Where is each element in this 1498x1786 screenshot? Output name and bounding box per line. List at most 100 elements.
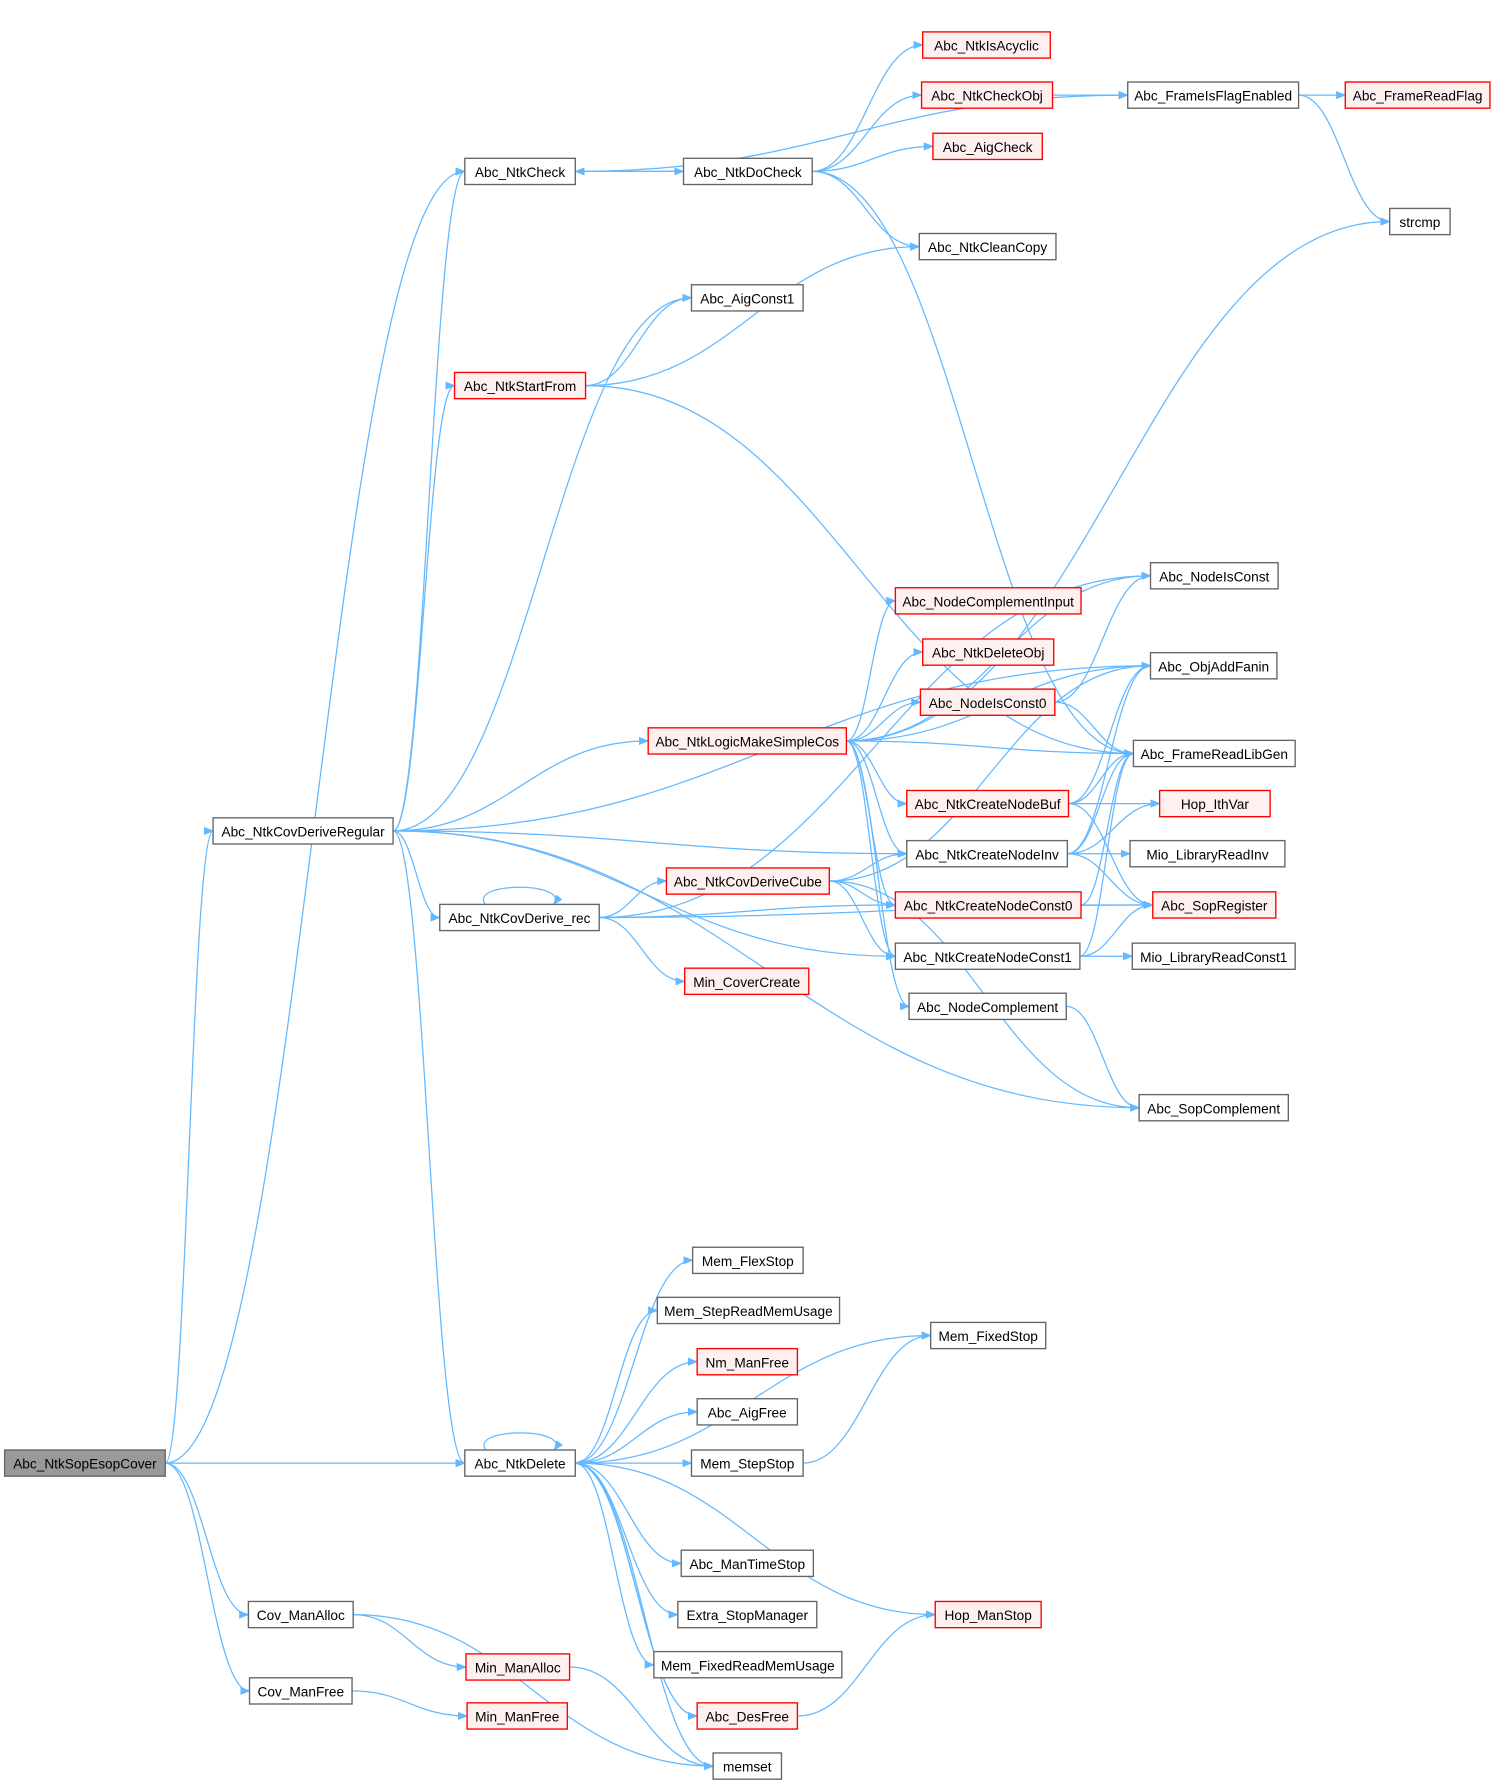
node-libgen[interactable]: Abc_FrameReadLibGen — [1132, 739, 1296, 768]
node-flagen[interactable]: Abc_FrameIsFlagEnabled — [1127, 81, 1300, 109]
node-covercreate[interactable]: Min_CoverCreate — [683, 967, 810, 996]
node-box[interactable] — [691, 1246, 804, 1275]
node-box[interactable] — [1129, 839, 1286, 868]
node-ntkcheck[interactable]: Abc_NtkCheck — [464, 157, 576, 186]
node-readinv[interactable]: Mio_LibraryReadInv — [1129, 839, 1286, 868]
node-timestop[interactable]: Abc_ManTimeStop — [680, 1549, 815, 1578]
node-nodeisconst[interactable]: Abc_NodeIsConst — [1149, 561, 1279, 590]
node-box[interactable] — [683, 967, 810, 996]
node-box[interactable] — [212, 817, 394, 845]
node-fixedusage[interactable]: Mem_FixedReadMemUsage — [653, 1650, 843, 1679]
node-box[interactable] — [656, 1296, 841, 1325]
node-covfree[interactable]: Cov_ManFree — [248, 1677, 353, 1705]
node-box[interactable] — [906, 839, 1069, 868]
node-box[interactable] — [690, 1449, 804, 1477]
node-box[interactable] — [934, 1600, 1042, 1629]
node-box[interactable] — [922, 638, 1055, 666]
node-derivecube[interactable]: Abc_NtkCovDeriveCube — [665, 867, 830, 895]
node-box[interactable] — [248, 1677, 353, 1705]
node-box[interactable] — [1149, 561, 1279, 590]
node-nodebuf[interactable]: Abc_NtkCreateNodeBuf — [906, 789, 1070, 818]
node-box[interactable] — [453, 371, 587, 400]
node-nodecomp[interactable]: Abc_NodeComplement — [908, 992, 1067, 1021]
node-box[interactable] — [247, 1600, 354, 1629]
node-hopstop[interactable]: Hop_ManStop — [934, 1600, 1042, 1629]
node-aigcheck[interactable]: Abc_AigCheck — [932, 132, 1043, 161]
node-flexstop[interactable]: Mem_FlexStop — [691, 1246, 804, 1275]
node-readconst1[interactable]: Mio_LibraryReadConst1 — [1131, 942, 1296, 970]
node-ntkdelete[interactable]: Abc_NtkDelete — [464, 1449, 576, 1477]
node-sopreg[interactable]: Abc_SopRegister — [1152, 891, 1277, 919]
node-cleancopy[interactable]: Abc_NtkCleanCopy — [918, 232, 1057, 261]
node-box[interactable] — [696, 1398, 799, 1426]
node-stepusage[interactable]: Mem_StepReadMemUsage — [656, 1296, 841, 1325]
node-box[interactable] — [696, 1702, 799, 1730]
node-box[interactable] — [464, 1449, 576, 1477]
node-box[interactable] — [465, 1653, 571, 1681]
node-desfree[interactable]: Abc_DesFree — [696, 1702, 799, 1730]
node-stepstop[interactable]: Mem_StepStop — [690, 1449, 804, 1477]
node-box[interactable] — [466, 1702, 569, 1730]
node-box[interactable] — [920, 81, 1054, 109]
node-fixedstop[interactable]: Mem_FixedStop — [929, 1321, 1047, 1350]
node-aigfree[interactable]: Abc_AigFree — [696, 1398, 799, 1426]
node-box[interactable] — [653, 1650, 843, 1679]
node-box[interactable] — [712, 1752, 783, 1780]
node-nmfree[interactable]: Nm_ManFree — [696, 1347, 799, 1376]
node-box[interactable] — [918, 232, 1057, 261]
node-acyclic[interactable]: Abc_NtkIsAcyclic — [922, 31, 1051, 59]
node-box[interactable] — [696, 1347, 799, 1376]
node-addfanin[interactable]: Abc_ObjAddFanin — [1149, 651, 1278, 680]
node-box[interactable] — [1389, 207, 1451, 236]
node-box[interactable] — [908, 992, 1067, 1021]
node-box[interactable] — [1152, 891, 1277, 919]
node-box[interactable] — [680, 1549, 815, 1578]
node-box[interactable] — [464, 157, 576, 186]
node-minalloc[interactable]: Min_ManAlloc — [465, 1653, 571, 1681]
node-root[interactable]: Abc_NtkSopEsopCover — [3, 1449, 166, 1477]
node-box[interactable] — [665, 867, 830, 895]
node-checkobj[interactable]: Abc_NtkCheckObj — [920, 81, 1054, 109]
node-nodeinv[interactable]: Abc_NtkCreateNodeInv — [906, 839, 1069, 868]
node-deleteobj[interactable]: Abc_NtkDeleteObj — [922, 638, 1055, 666]
node-box[interactable] — [647, 727, 848, 755]
node-box[interactable] — [439, 903, 600, 932]
node-box[interactable] — [677, 1600, 818, 1629]
node-docheck[interactable]: Abc_NtkDoCheck — [682, 157, 813, 186]
node-const1[interactable]: Abc_NtkCreateNodeConst1 — [894, 942, 1081, 970]
node-box[interactable] — [1149, 651, 1278, 680]
node-box[interactable] — [690, 284, 804, 312]
node-extrastop[interactable]: Extra_StopManager — [677, 1600, 818, 1629]
node-memset[interactable]: memset — [712, 1752, 783, 1780]
node-isconst0[interactable]: Abc_NodeIsConst0 — [919, 688, 1056, 716]
node-box[interactable] — [894, 891, 1082, 919]
node-strcmp[interactable]: strcmp — [1389, 207, 1451, 236]
node-box[interactable] — [919, 688, 1056, 716]
node-compinput[interactable]: Abc_NodeComplementInput — [894, 587, 1082, 615]
node-box[interactable] — [922, 31, 1051, 59]
node-box[interactable] — [1158, 789, 1271, 818]
node-minfree[interactable]: Min_ManFree — [466, 1702, 569, 1730]
node-box[interactable] — [894, 587, 1082, 615]
node-box[interactable] — [1138, 1093, 1290, 1122]
node-box[interactable] — [1344, 81, 1491, 109]
node-box[interactable] — [1132, 739, 1296, 768]
node-const0[interactable]: Abc_NtkCreateNodeConst0 — [894, 891, 1082, 919]
node-ithvar[interactable]: Hop_IthVar — [1158, 789, 1271, 818]
node-readflag[interactable]: Abc_FrameReadFlag — [1344, 81, 1491, 109]
node-box[interactable] — [682, 157, 813, 186]
node-box[interactable] — [894, 942, 1081, 970]
node-box[interactable] — [3, 1449, 166, 1477]
node-box[interactable] — [906, 789, 1070, 818]
node-covreg[interactable]: Abc_NtkCovDeriveRegular — [212, 817, 394, 845]
node-deriverec[interactable]: Abc_NtkCovDerive_rec — [439, 903, 600, 932]
node-startfrom[interactable]: Abc_NtkStartFrom — [453, 371, 587, 400]
node-box[interactable] — [1131, 942, 1296, 970]
node-aigconst1[interactable]: Abc_AigConst1 — [690, 284, 804, 312]
node-box[interactable] — [929, 1321, 1047, 1350]
node-sopcomp[interactable]: Abc_SopComplement — [1138, 1093, 1290, 1122]
node-box[interactable] — [932, 132, 1043, 161]
node-simplecos[interactable]: Abc_NtkLogicMakeSimpleCos — [647, 727, 848, 755]
node-box[interactable] — [1127, 81, 1300, 109]
node-covalloc[interactable]: Cov_ManAlloc — [247, 1600, 354, 1629]
